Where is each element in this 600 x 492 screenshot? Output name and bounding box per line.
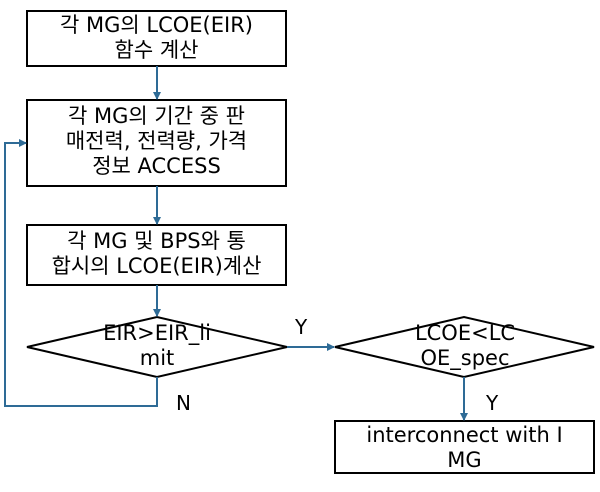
step2-line1: 각 MG의 기간 중 판: [67, 104, 245, 128]
decision1-no-label: N: [176, 391, 191, 415]
decision1-label: EIR>EIR_li mit: [90, 321, 224, 371]
step2-line2: 매전력, 전력량, 가격: [65, 129, 248, 153]
step3-line2: 합시의 LCOE(EIR)계산: [51, 254, 262, 278]
decision2-line1: LCOE<LC: [414, 321, 516, 345]
step3-line1: 각 MG 및 BPS와 통: [67, 229, 246, 253]
step1-line2: 함수 계산: [114, 38, 199, 62]
step4-line1: interconnect with I: [366, 423, 563, 447]
step4-label: interconnect with I MG: [335, 423, 594, 473]
decision1-line2: mit: [139, 346, 175, 370]
arrow-decision1-no-loop: [4, 139, 158, 407]
step1-label: 각 MG의 LCOE(EIR) 함수 계산: [27, 13, 286, 63]
step2-box: [26, 99, 287, 187]
step4-line2: MG: [447, 448, 482, 472]
step4-box: [334, 420, 595, 474]
step1-box: [26, 10, 287, 67]
decision2-yes-label: Y: [486, 391, 499, 415]
decision1-yes-label: Y: [295, 315, 308, 339]
decision2-diamond: [334, 315, 595, 379]
decision2-line2: OE_spec: [420, 346, 510, 370]
step2-line3: 정보 ACCESS: [92, 154, 221, 178]
step3-label: 각 MG 및 BPS와 통 합시의 LCOE(EIR)계산: [27, 229, 286, 279]
step3-box: [26, 224, 287, 286]
step2-label: 각 MG의 기간 중 판 매전력, 전력량, 가격 정보 ACCESS: [27, 104, 286, 179]
step1-line1: 각 MG의 LCOE(EIR): [60, 13, 253, 37]
decision2-label: LCOE<LC OE_spec: [398, 321, 532, 371]
decision1-line1: EIR>EIR_li: [103, 321, 211, 345]
